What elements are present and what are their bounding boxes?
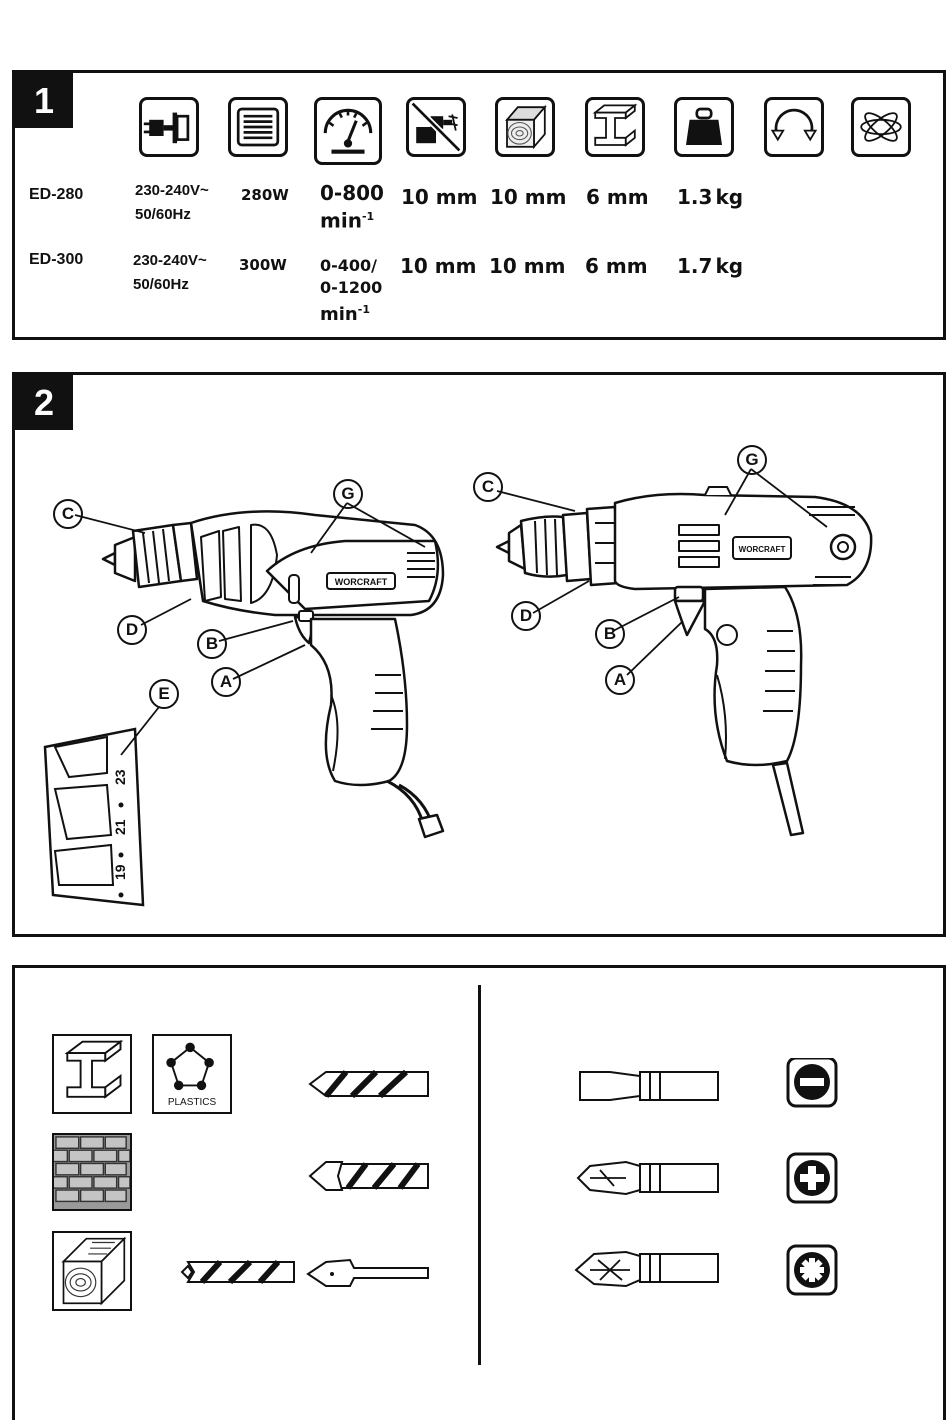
speed-gauge-icon (314, 97, 382, 165)
voltage: 230-240V~ 50/60Hz (135, 179, 209, 227)
callout-g: G (737, 445, 767, 475)
scale-label: 19 (112, 864, 128, 880)
steel-material-icon (52, 1034, 132, 1114)
callout-b: B (595, 619, 625, 649)
wood-icon (495, 97, 555, 157)
callout-c: C (473, 472, 503, 502)
speed-range: 0-800 (320, 181, 384, 205)
right-drill-illustration: WORCRAFT (497, 487, 871, 835)
figure-number: 1 (15, 73, 73, 128)
speed-value: 0-800 min-1 (320, 181, 384, 233)
voltage-value: 230-240V~ (133, 249, 207, 273)
speed-range: 0-1200 (320, 277, 382, 299)
speed-unit: min-1 (320, 205, 384, 233)
frequency-value: 50/60Hz (135, 203, 209, 227)
voltage-value: 230-240V~ (135, 179, 209, 203)
chuck-capacity: 10 mm (401, 185, 477, 209)
panel-divider (478, 985, 481, 1365)
callout-b: B (197, 629, 227, 659)
model-name: ED-280 (29, 186, 83, 204)
drill-bits-illustration (170, 1060, 440, 1300)
steel-capacity: 6 mm (586, 185, 649, 209)
drill-illustrations: WORCRAFT 19 21 23 (15, 375, 943, 934)
wood-capacity: 10 mm (490, 185, 566, 209)
callout-a: A (605, 665, 635, 695)
slotted-bit-icon (580, 1072, 718, 1100)
spade-drill-bit-icon (308, 1260, 428, 1286)
voltage: 230-240V~ 50/60Hz (133, 249, 207, 297)
brand-logo: WORCRAFT (739, 545, 786, 554)
pozidriv-bit-icon (576, 1252, 718, 1286)
phillips-bit-icon (578, 1162, 718, 1194)
figure-2-panel: 2 WORCRAFT (12, 372, 946, 937)
model-name: ED-300 (29, 251, 83, 269)
steel-capacity: 6 mm (585, 254, 648, 278)
steel-icon (585, 97, 645, 157)
callout-d: D (511, 601, 541, 631)
wood-material-icon (52, 1231, 132, 1311)
speed-value: 0-400/ 0-1200 min-1 (320, 255, 382, 326)
masonry-drill-bit-icon (310, 1162, 342, 1190)
scale-label: 21 (112, 819, 128, 835)
wood-capacity: 10 mm (489, 254, 565, 278)
weight-icon (674, 97, 734, 157)
rotation-direction-icon (764, 97, 824, 157)
slotted-screw-icon (788, 1058, 836, 1106)
no-hammer-icon (406, 97, 466, 157)
callout-e: E (149, 679, 179, 709)
callout-a: A (211, 667, 241, 697)
callout-g: G (333, 479, 363, 509)
power-value: 280W (241, 186, 289, 204)
callout-d: D (117, 615, 147, 645)
brick-material-icon (52, 1133, 132, 1211)
vibration-icon (851, 97, 911, 157)
speed-unit: min-1 (320, 299, 382, 326)
power-value: 300W (239, 256, 287, 274)
left-drill-illustration: WORCRAFT (103, 511, 443, 837)
motor-icon (228, 97, 288, 157)
pozidriv-screw-icon (788, 1246, 836, 1294)
screwdriver-bits-illustration (570, 1058, 860, 1308)
callout-c: C (53, 499, 83, 529)
figure-1-panel: 1 ED-280 230-240V~ 50/60Hz 280W 0-800 mi… (12, 70, 946, 340)
frequency-value: 50/60Hz (133, 273, 207, 297)
speed-range: 0-400/ (320, 255, 382, 277)
chuck-capacity: 10 mm (400, 254, 476, 278)
phillips-screw-icon (788, 1154, 836, 1202)
scale-label: 23 (112, 769, 128, 785)
brand-logo: WORCRAFT (335, 577, 388, 587)
power-plug-icon (139, 97, 199, 157)
depth-scale-illustration: 19 21 23 (45, 729, 143, 905)
